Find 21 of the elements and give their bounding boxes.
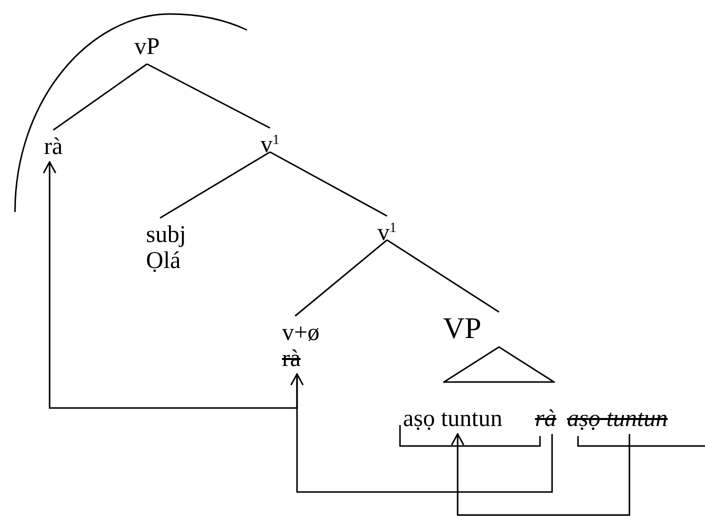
tree-branch xyxy=(270,151,388,217)
arrow xyxy=(450,433,630,516)
tree-branch xyxy=(160,151,270,219)
node-label: rà xyxy=(282,346,302,372)
node-label: v$^{1}$ xyxy=(260,132,280,158)
arrow xyxy=(42,161,298,409)
tree-branch xyxy=(386,239,500,313)
node-label: vP xyxy=(134,34,160,60)
tree-branch xyxy=(294,239,388,317)
node-label: v+ø xyxy=(282,320,320,346)
word: rà xyxy=(535,406,556,432)
tree-branch xyxy=(52,63,148,131)
arrow xyxy=(290,373,553,493)
node-label: Ọlá xyxy=(146,248,182,274)
node-label: VP xyxy=(443,316,482,342)
tree-branch xyxy=(146,63,270,129)
node-label: subj xyxy=(146,222,186,248)
word: aṣọ tuntun xyxy=(567,406,668,432)
node-label: rà xyxy=(44,134,63,160)
word: aṣọ tuntun xyxy=(403,406,502,432)
node-label: v$^{1}$ xyxy=(378,220,396,246)
